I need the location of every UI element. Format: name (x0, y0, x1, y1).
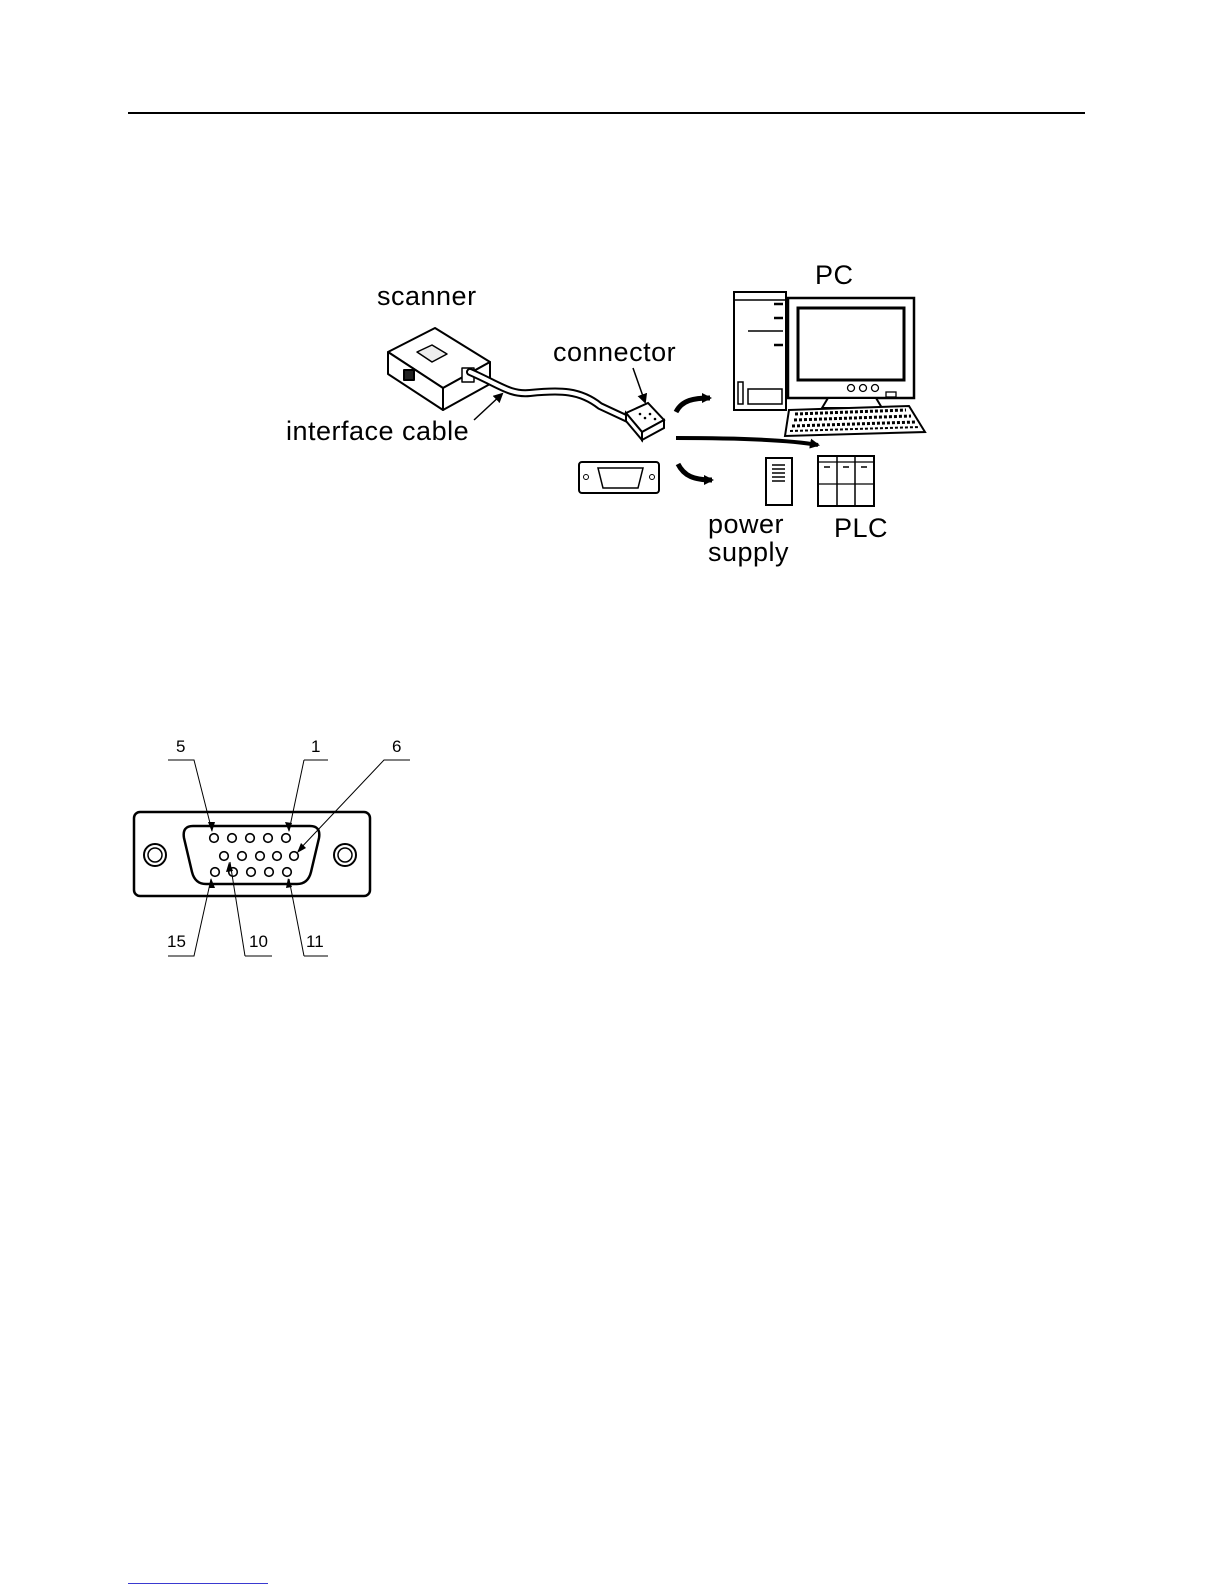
pin-11-label: 11 (306, 932, 324, 952)
interface-cable-label: interface cable (286, 416, 469, 447)
pin-10-label: 10 (249, 932, 268, 952)
arrow-to-pc (676, 398, 710, 412)
scanner-device (388, 328, 490, 410)
power-supply-label-line1: power (708, 509, 784, 540)
connector-face-icon (579, 462, 659, 493)
pin-1-label: 1 (311, 737, 320, 757)
pc-monitor (788, 298, 914, 408)
power-supply-label-line2: supply (708, 537, 789, 568)
power-supply-unit (766, 458, 792, 505)
pc-label: PC (815, 260, 854, 291)
pc-keyboard (785, 406, 925, 436)
footnote-rule (128, 1583, 268, 1584)
connector-label: connector (553, 337, 676, 368)
pc-tower (734, 292, 786, 410)
connector-plug (626, 403, 664, 440)
pin-15-label: 15 (167, 932, 186, 952)
db15-connector (134, 812, 370, 896)
interface-cable (470, 372, 630, 420)
arrow-to-power-supply (678, 464, 712, 480)
arrow-to-plc (676, 438, 818, 445)
scanner-label: scanner (377, 281, 477, 312)
cable-pointer-arrow (474, 394, 502, 420)
plc-label: PLC (834, 513, 888, 544)
plc-unit (818, 456, 874, 506)
connector-pointer-arrow (633, 368, 645, 402)
pin-6-label: 6 (392, 737, 401, 757)
pin-5-label: 5 (176, 737, 185, 757)
